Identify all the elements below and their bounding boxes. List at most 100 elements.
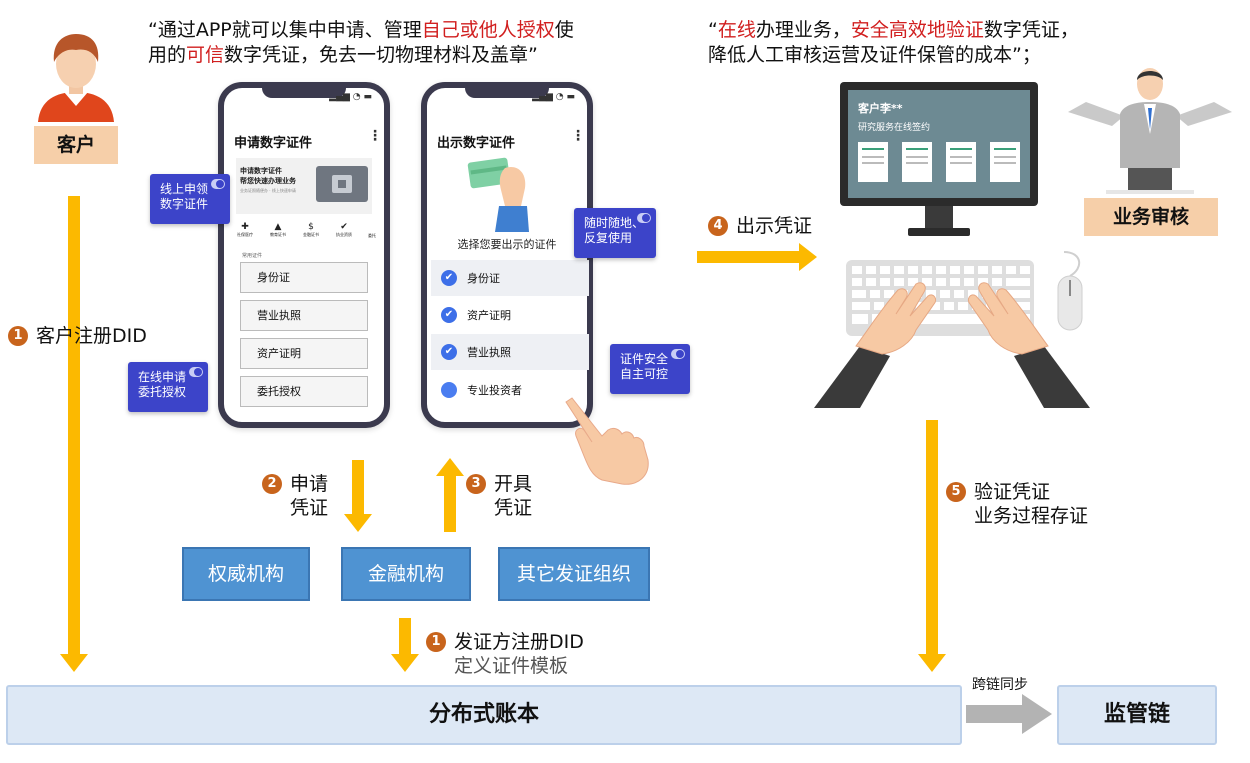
- credential-row-professional-investor[interactable]: 专业投资者: [431, 372, 589, 408]
- step-label: 业务过程存证: [974, 505, 1089, 527]
- apply-arrow: [352, 460, 364, 516]
- callout-line: 自主可控: [620, 367, 669, 381]
- issue-arrowhead: [436, 458, 464, 476]
- document-icon: [902, 142, 932, 182]
- callout-line: 数字证件: [160, 197, 209, 211]
- reviewer-avatar-icon: [1068, 68, 1232, 190]
- banner-title: 申请数字证件: [240, 167, 282, 175]
- step-label: 定义证件模板: [454, 655, 569, 677]
- phone-notch: [465, 82, 549, 98]
- medical-cross-icon: ✚: [241, 222, 249, 232]
- step-apply-credential: 2 申请凭证: [262, 472, 328, 520]
- menu-id-card[interactable]: 身份证: [240, 262, 368, 293]
- category-finance[interactable]: $金融证书: [298, 222, 324, 248]
- callout-line: 随时随地、: [584, 216, 645, 230]
- phone-status-bar: ▂▄▆ ◔ ▬: [329, 92, 372, 102]
- reviewer-label: 业务审核: [1084, 198, 1218, 236]
- category-label: 教育证书: [270, 232, 286, 237]
- step-present-credential: 4 出示凭证: [708, 214, 812, 238]
- callout-line: 委托授权: [138, 385, 187, 399]
- phone-title: 出示数字证件: [437, 136, 516, 151]
- document-icon: [946, 142, 976, 182]
- step-label: 出示凭证: [736, 215, 813, 237]
- issuer-register-arrowhead: [391, 654, 419, 672]
- step-label: 申请: [290, 473, 329, 495]
- org-other-issuers: 其它发证组织: [498, 547, 650, 601]
- category-medical[interactable]: ✚社保医疗: [232, 222, 258, 248]
- apply-phone: ▂▄▆ ◔ ▬ 申请数字证件 ⋮ 申请数字证件 帮您快速办理业务 业务证照随便办…: [218, 82, 390, 428]
- ledger-label: 分布式账本: [428, 702, 539, 727]
- monitor-user: 客户李**: [858, 102, 903, 115]
- credential-label: 专业投资者: [467, 384, 522, 397]
- chip-card-icon: [316, 166, 368, 202]
- credential-label: 身份证: [467, 272, 500, 285]
- step-customer-register-did: 1 客户注册DID: [8, 324, 147, 348]
- credential-row-asset-proof[interactable]: ✔资产证明: [431, 297, 589, 333]
- more-menu-icon[interactable]: ⋮: [571, 128, 585, 144]
- callout-line: 线上申领: [160, 182, 209, 196]
- customer-register-arrow: [68, 196, 80, 656]
- verify-arrowhead: [918, 654, 946, 672]
- keyboard-with-hands-icon: [814, 251, 1090, 408]
- distributed-ledger: 分布式账本: [6, 685, 962, 745]
- category-delegate[interactable]: 委托: [364, 222, 380, 248]
- step-label: 凭证: [494, 497, 533, 519]
- checked-icon: ✔: [441, 344, 457, 360]
- cross-chain-sync-label: 跨链同步: [972, 677, 1028, 693]
- step-label: 开具: [494, 473, 533, 495]
- customer-register-arrowhead: [60, 654, 88, 672]
- credential-row-business-license[interactable]: ✔营业执照: [431, 334, 589, 370]
- monitor-screen: 客户李** 研究服务在线签约: [848, 90, 1030, 198]
- callout-line: 在线申请: [138, 370, 187, 384]
- category-education[interactable]: ▲教育证书: [265, 222, 291, 248]
- tapping-hand-icon: [565, 397, 649, 485]
- menu-asset-proof[interactable]: 资产证明: [240, 338, 368, 369]
- step-label: 发证方注册DID: [454, 631, 584, 653]
- reviewer-quote: “在线办理业务，安全高效地验证数字凭证， 降低人工审核运营及证件保管的成本”；: [708, 19, 1079, 66]
- dollar-icon: $: [308, 222, 314, 232]
- callout-secure: 证件安全 自主可控: [610, 344, 690, 394]
- category-label: 执业资质: [336, 232, 352, 237]
- unchecked-dot-icon: [441, 382, 457, 398]
- step-badge: 3: [466, 474, 486, 494]
- verify-arrow: [926, 420, 938, 656]
- more-menu-icon[interactable]: ⋮: [368, 128, 382, 144]
- callout-line: 反复使用: [584, 231, 633, 245]
- step-badge: 2: [262, 474, 282, 494]
- regulatory-chain: 监管链: [1057, 685, 1217, 745]
- document-icon: [858, 142, 888, 182]
- category-license[interactable]: ✔执业资质: [331, 222, 357, 248]
- category-label: 委托: [368, 233, 376, 238]
- step-label: 验证凭证: [974, 481, 1051, 503]
- issuer-register-arrow: [399, 618, 411, 656]
- select-credential-prompt: 选择您要出示的证件: [457, 238, 557, 251]
- step-verify-credential: 5 验证凭证业务过程存证: [946, 480, 1088, 528]
- toggle-icon: [211, 179, 225, 189]
- toggle-icon: [637, 213, 651, 223]
- apply-arrowhead: [344, 514, 372, 532]
- callout-online-apply: 线上申领 数字证件: [150, 174, 230, 224]
- customer-avatar-icon: [38, 34, 114, 122]
- check-badge-icon: ✔: [340, 222, 348, 232]
- category-icon-row: ✚社保医疗 ▲教育证书 $金融证书 ✔执业资质 委托: [232, 222, 380, 248]
- section-label: 常用证件: [242, 253, 263, 259]
- menu-business-license[interactable]: 营业执照: [240, 300, 368, 331]
- present-arrowhead: [799, 243, 817, 271]
- checked-icon: ✔: [441, 270, 457, 286]
- callout-anytime: 随时随地、 反复使用: [574, 208, 656, 258]
- step-badge: 1: [8, 326, 28, 346]
- present-arrow: [697, 251, 801, 263]
- toggle-icon: [671, 349, 685, 359]
- callout-online-authorize: 在线申请 委托授权: [128, 362, 208, 412]
- toggle-icon: [189, 367, 203, 377]
- issue-arrow: [444, 474, 456, 532]
- category-label: 金融证书: [303, 232, 319, 237]
- step-badge: 5: [946, 482, 966, 502]
- checked-icon: ✔: [441, 307, 457, 323]
- apply-banner[interactable]: 申请数字证件 帮您快速办理业务 业务证照随便办 · 线上快速申请: [236, 158, 372, 214]
- step-badge: 1: [426, 632, 446, 652]
- credential-row-id-card[interactable]: ✔ 身份证: [431, 260, 589, 296]
- menu-delegate-authorization[interactable]: 委托授权: [240, 376, 368, 407]
- step-issue-credential: 3 开具凭证: [466, 472, 532, 520]
